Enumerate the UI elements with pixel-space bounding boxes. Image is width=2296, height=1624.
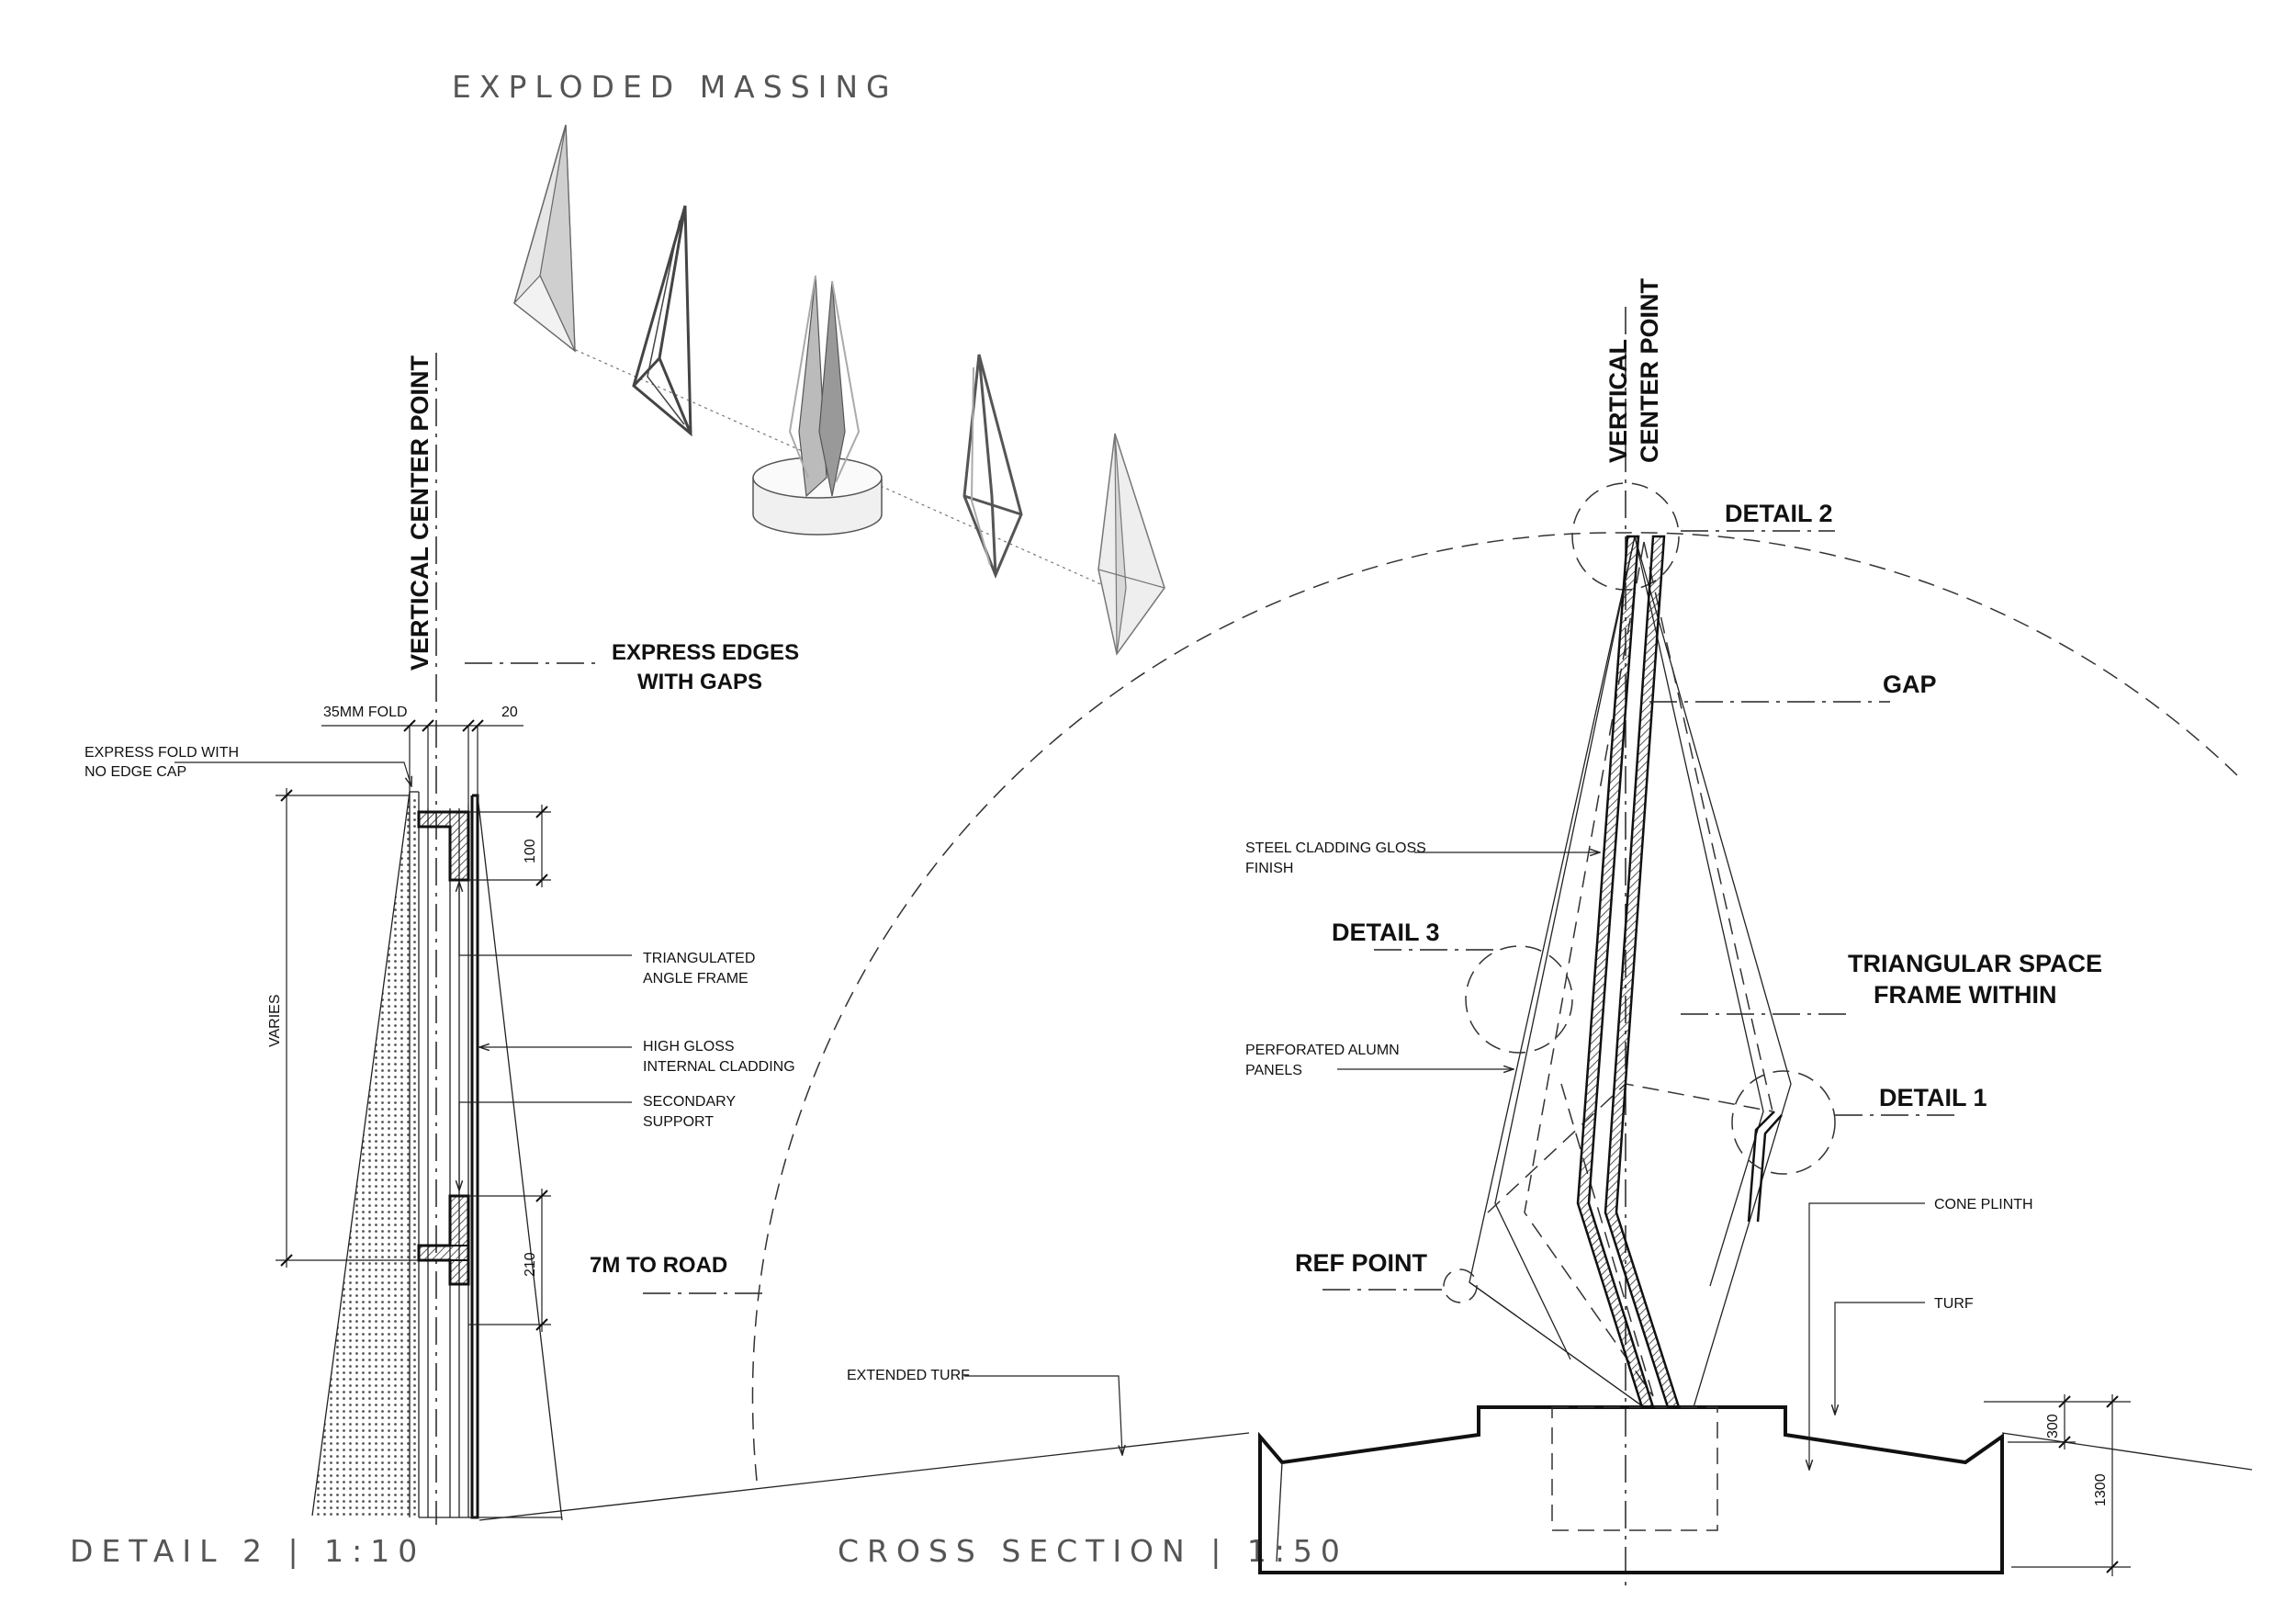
express-edges-label-1: EXPRESS EDGES — [612, 640, 799, 665]
radius-arc — [751, 532, 2242, 1482]
cladding-layers — [409, 791, 478, 1517]
section-detail2-label: DETAIL 2 — [1725, 500, 1833, 527]
section-vertical-label-2: CENTER POINT — [1636, 277, 1663, 463]
exploded-massing-title: EXPLODED MASSING — [452, 69, 898, 105]
dim-300: 300 — [2045, 1414, 2061, 1438]
fold-dimension: 35MM FOLD — [323, 705, 408, 720]
detail1-circle — [1731, 1070, 1836, 1175]
central-core — [1576, 535, 1681, 1409]
gap-dimension: 20 — [501, 705, 518, 720]
upper-angle-frame — [417, 810, 470, 882]
section-detail3-label: DETAIL 3 — [1332, 919, 1440, 946]
cross-section-drawing: VERTICAL CENTER POINT DETAIL 2 — [478, 277, 2253, 1589]
express-fold-note-2: NO EDGE CAP — [84, 764, 186, 780]
triangulated-note-1: TRIANGULATED — [643, 951, 755, 966]
ref-point-circle — [1443, 1269, 1478, 1303]
cone-plinth-note: CONE PLINTH — [1934, 1197, 2033, 1212]
turf-note: TURF — [1934, 1296, 1974, 1312]
steel-cladding-note-2: FINISH — [1245, 861, 1293, 876]
ground-left — [478, 1432, 1250, 1521]
triangular-frame-label-2: FRAME WITHIN — [1874, 981, 2056, 1009]
vertical-center-label: VERTICAL CENTER POINT — [406, 355, 433, 671]
dotted-shell-infill — [312, 795, 419, 1516]
detail2-drawing: VERTICAL CENTER POINT — [84, 353, 799, 1525]
triangular-frame-label-1: TRIANGULAR SPACE — [1848, 950, 2102, 977]
section-detail1-label: DETAIL 1 — [1879, 1084, 1987, 1111]
extended-turf-note: EXTENDED TURF — [847, 1368, 970, 1383]
massing-frame-right — [962, 354, 1023, 579]
section-vertical-label-1: VERTICAL — [1604, 339, 1632, 463]
gap-label: GAP — [1883, 671, 1937, 698]
exploded-massing — [513, 124, 1165, 656]
detail2-title: DETAIL 2 | 1:10 — [70, 1533, 425, 1569]
seven-m-to-road-label: 7M TO ROAD — [590, 1253, 727, 1278]
dim-100: 100 — [523, 839, 538, 863]
massing-core-on-plinth — [752, 275, 883, 536]
lower-angle-frame — [417, 1194, 470, 1286]
cross-section-title: CROSS SECTION | 1:50 — [838, 1533, 1348, 1569]
cone-outline — [1469, 536, 1792, 1408]
perforated-note-2: PANELS — [1245, 1063, 1302, 1078]
folded-edge — [470, 794, 479, 1519]
express-fold-note-1: EXPRESS FOLD WITH — [84, 745, 239, 761]
massing-shell-right — [1097, 433, 1165, 656]
steel-cladding-note-1: STEEL CLADDING GLOSS — [1245, 840, 1426, 856]
secondary-support-note-2: SUPPORT — [643, 1114, 714, 1130]
ref-point-label: REF POINT — [1295, 1249, 1428, 1277]
perforated-note-1: PERFORATED ALUMN — [1245, 1043, 1400, 1058]
dim-1300: 1300 — [2093, 1473, 2109, 1506]
cone-plinth — [1258, 1405, 2004, 1574]
varies-dimension: VARIES — [267, 995, 283, 1048]
high-gloss-note-1: HIGH GLOSS — [643, 1039, 735, 1054]
massing-frame-left — [632, 205, 692, 437]
triangulated-note-2: ANGLE FRAME — [643, 971, 748, 987]
massing-shell-left — [513, 124, 576, 353]
secondary-support-note-1: SECONDARY — [643, 1094, 736, 1110]
ground-right — [2001, 1432, 2253, 1471]
dim-210: 210 — [523, 1252, 538, 1277]
high-gloss-note-2: INTERNAL CLADDING — [643, 1059, 795, 1075]
detail1-bracket — [1747, 1111, 1783, 1223]
detail3-circle — [1465, 945, 1573, 1054]
express-edges-label-2: WITH GAPS — [637, 670, 762, 694]
